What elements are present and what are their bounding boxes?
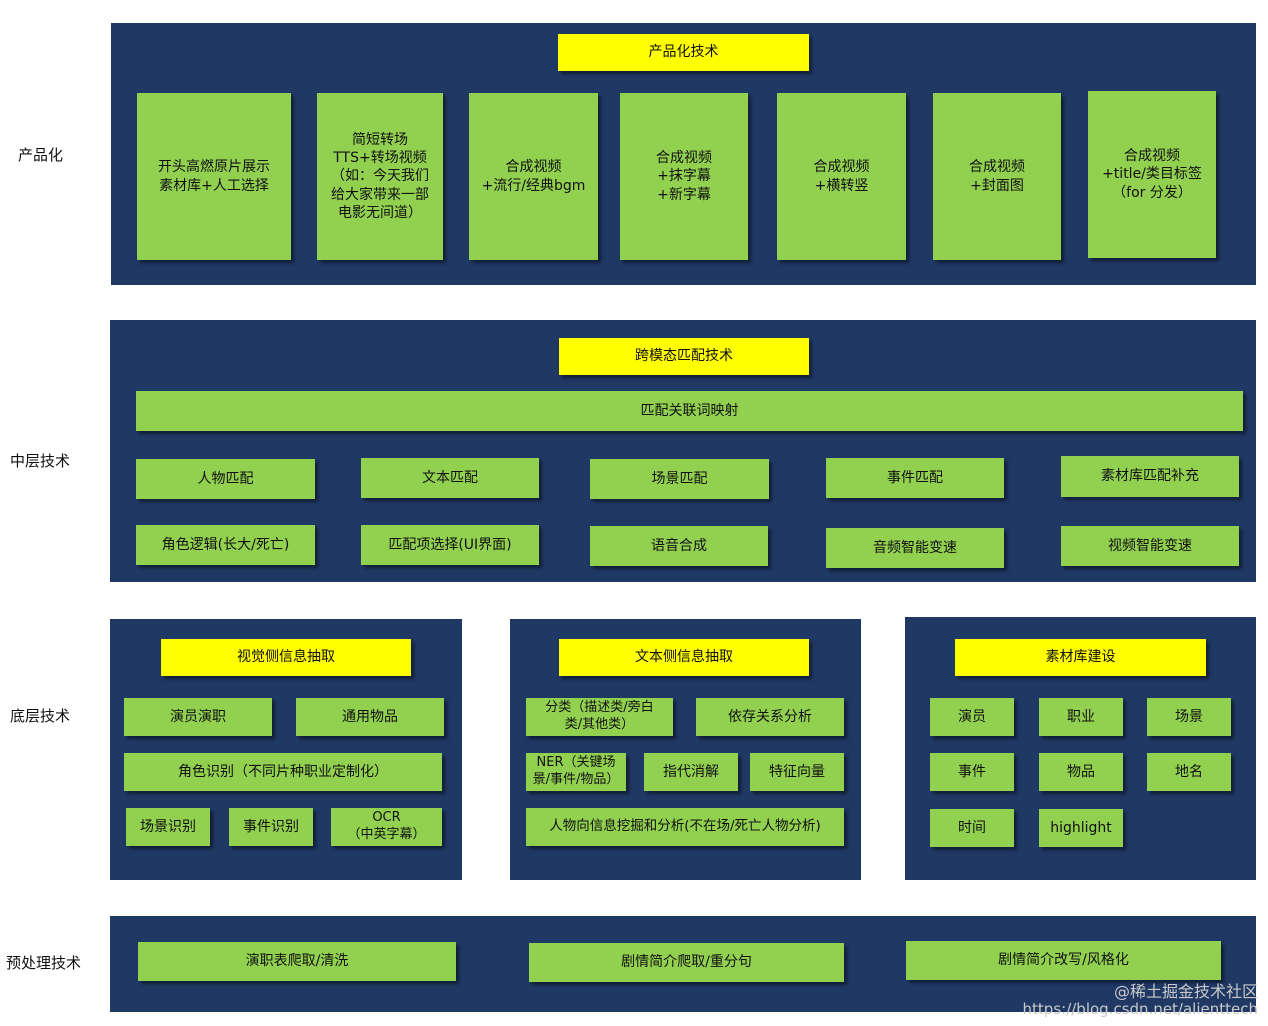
library-title: 素材库建设 <box>955 639 1206 676</box>
preprocess-panel: 演职表爬取/清洗 剧情简介爬取/重分句 剧情简介改写/风格化 <box>110 916 1256 1012</box>
product-item-4: 合成视频 +抹字幕 +新字幕 <box>620 93 748 260</box>
library-item-6: 地名 <box>1147 753 1231 791</box>
row-label-product: 产品化 <box>18 146 64 164</box>
middle-row1-item-3: 场景匹配 <box>590 459 769 499</box>
library-item-4: 事件 <box>930 753 1014 791</box>
preprocess-item-2: 剧情简介爬取/重分句 <box>529 943 844 982</box>
middle-row2-item-5: 视频智能变速 <box>1061 526 1239 566</box>
text-panel: 文本侧信息抽取 分类（描述类/旁白 类/其他类） 依存关系分析 NER（关键场 … <box>510 619 861 880</box>
text-item-6: 人物向信息挖掘和分析(不在场/死亡人物分析) <box>526 808 844 846</box>
middle-row2-item-1: 角色逻辑(长大/死亡) <box>136 525 315 565</box>
middle-wide-bar: 匹配关联词映射 <box>136 391 1243 431</box>
visual-item-2: 通用物品 <box>296 698 444 736</box>
middle-panel: 跨模态匹配技术 匹配关联词映射 人物匹配 文本匹配 场景匹配 事件匹配 素材库匹… <box>110 320 1256 582</box>
library-item-5: 物品 <box>1039 753 1123 791</box>
visual-item-5: 事件识别 <box>229 808 313 846</box>
product-panel: 产品化技术 开头高燃原片展示 素材库+人工选择 简短转场 TTS+转场视频 （如… <box>111 23 1256 285</box>
middle-row2-item-3: 语音合成 <box>590 526 768 566</box>
middle-title: 跨模态匹配技术 <box>559 338 809 375</box>
text-item-2: 依存关系分析 <box>696 698 844 736</box>
product-item-7: 合成视频 +title/类目标签 （for 分发） <box>1088 91 1216 258</box>
library-item-3: 场景 <box>1147 698 1231 736</box>
watermark-line-2: https://blog.csdn.net/alienttech <box>1022 1000 1258 1018</box>
middle-row1-item-1: 人物匹配 <box>136 459 315 499</box>
visual-item-3: 角色识别（不同片种职业定制化） <box>124 753 442 791</box>
library-item-1: 演员 <box>930 698 1014 736</box>
middle-row1-item-2: 文本匹配 <box>361 458 539 498</box>
text-item-3: NER（关键场 景/事件/物品） <box>526 753 626 791</box>
visual-item-1: 演员演职 <box>124 698 272 736</box>
text-item-5: 特征向量 <box>750 753 844 791</box>
product-item-1: 开头高燃原片展示 素材库+人工选择 <box>137 93 291 260</box>
row-label-middle: 中层技术 <box>10 452 71 470</box>
product-item-5: 合成视频 +横转竖 <box>777 93 906 260</box>
text-item-4: 指代消解 <box>644 753 738 791</box>
product-item-2: 简短转场 TTS+转场视频 （如：今天我们 给大家带来一部 电影无间道） <box>317 93 443 260</box>
watermark-line-1: @稀土掘金技术社区 <box>1113 982 1258 1001</box>
visual-title: 视觉侧信息抽取 <box>161 639 411 676</box>
library-item-2: 职业 <box>1039 698 1123 736</box>
library-item-7: 时间 <box>930 809 1014 847</box>
visual-item-6: OCR （中英字幕） <box>331 808 442 846</box>
middle-row1-item-4: 事件匹配 <box>826 458 1004 498</box>
row-label-preprocess: 预处理技术 <box>6 954 82 972</box>
middle-row1-item-5: 素材库匹配补充 <box>1061 456 1239 497</box>
library-item-8: highlight <box>1039 809 1123 847</box>
row-label-bottom: 底层技术 <box>10 707 71 725</box>
product-item-3: 合成视频 +流行/经典bgm <box>469 93 598 260</box>
visual-item-4: 场景识别 <box>126 808 210 846</box>
product-title: 产品化技术 <box>558 34 809 71</box>
text-item-1: 分类（描述类/旁白 类/其他类） <box>526 698 673 736</box>
preprocess-item-3: 剧情简介改写/风格化 <box>906 941 1221 980</box>
visual-panel: 视觉侧信息抽取 演员演职 通用物品 角色识别（不同片种职业定制化） 场景识别 事… <box>110 619 462 880</box>
text-title: 文本侧信息抽取 <box>559 639 809 676</box>
middle-row2-item-4: 音频智能变速 <box>826 528 1004 568</box>
product-item-6: 合成视频 +封面图 <box>933 93 1061 260</box>
middle-row2-item-2: 匹配项选择(UI界面) <box>361 525 539 565</box>
preprocess-item-1: 演职表爬取/清洗 <box>138 942 456 981</box>
library-panel: 素材库建设 演员 职业 场景 事件 物品 地名 时间 highlight <box>905 617 1256 880</box>
